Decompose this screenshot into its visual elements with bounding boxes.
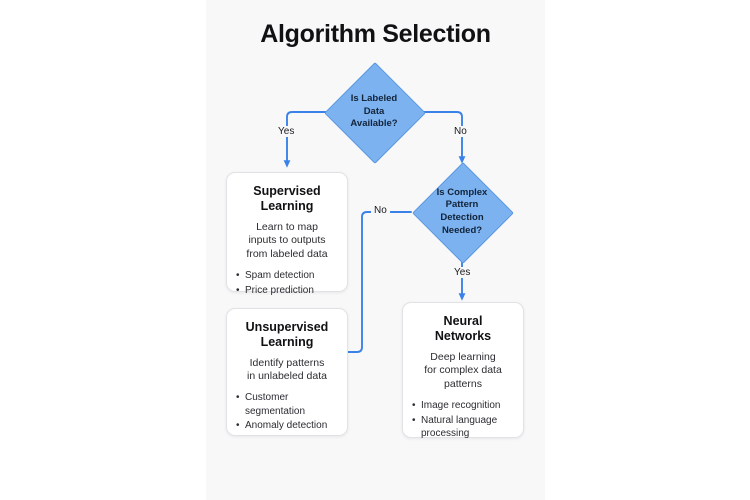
page-title: Algorithm Selection <box>260 20 491 48</box>
list-item: Image recognition <box>412 399 514 412</box>
neural-title-line1: Neural <box>443 314 483 328</box>
unsupervised-description: Identify patterns in unlabeled data <box>236 357 338 385</box>
unsupervised-title-line1: Unsupervised <box>245 320 329 334</box>
decision1-line3: Available? <box>350 118 398 130</box>
unsupervised-bullet-list: Customer segmentation Anomaly detection <box>236 391 338 432</box>
diagram-canvas: Algorithm Selection Is Labeled Data <box>206 0 545 500</box>
neural-description: Deep learning for complex data patterns <box>412 351 514 393</box>
supervised-desc-line3: from labeled data <box>246 248 328 261</box>
edge-label-yes-supervised: Yes <box>275 126 298 137</box>
unsupervised-desc-line1: Identify patterns <box>249 356 325 369</box>
supervised-title-line2: Learning <box>260 199 314 214</box>
list-item: Anomaly detection <box>236 419 338 432</box>
unsupervised-title: Unsupervised Learning <box>236 320 338 351</box>
decision1-line1: Is Labeled <box>350 93 398 105</box>
unsupervised-desc-line2: in unlabeled data <box>247 370 327 383</box>
decision2-line3: Detection <box>440 212 484 223</box>
edge-yes-to-supervised <box>283 111 331 168</box>
supervised-title-line1: Supervised <box>253 184 321 198</box>
neural-desc-line2: for complex data <box>424 364 502 377</box>
supervised-bullet-list: Spam detection Price prediction <box>236 269 338 297</box>
list-item: Price prediction <box>236 284 338 297</box>
list-item: Natural language processing <box>412 414 514 440</box>
decision2-line2: Pattern <box>445 199 479 211</box>
neural-desc-line1: Deep learning <box>430 350 496 363</box>
edge-label-no-complex: No <box>451 126 470 137</box>
neural-desc-line3: patterns <box>444 378 482 391</box>
neural-title-line2: Networks <box>434 329 492 344</box>
process-node-neural-networks[interactable]: Neural Networks Deep learning for comple… <box>402 302 524 440</box>
supervised-desc-line2: inputs to outputs <box>248 234 326 247</box>
decision-node-complex-pattern-label: Is Complex Pattern Detection Needed? <box>418 180 506 244</box>
supervised-description: Learn to map inputs to outputs from labe… <box>236 221 338 263</box>
neural-title: Neural Networks <box>412 314 514 345</box>
neural-bullet-list: Image recognition Natural language proce… <box>412 399 514 440</box>
list-item: Customer segmentation <box>236 391 338 417</box>
list-item: Spam detection <box>236 269 338 282</box>
process-node-unsupervised-learning[interactable]: Unsupervised Learning Identify patterns … <box>226 308 348 436</box>
decision2-line1: Is Complex <box>436 186 488 198</box>
decision2-line4: Needed? <box>441 224 483 236</box>
supervised-title: Supervised Learning <box>236 184 338 215</box>
decision1-line2: Data <box>363 105 385 117</box>
edge-label-no-unsupervised: No <box>371 205 390 216</box>
supervised-desc-line1: Learn to map <box>256 220 318 233</box>
decision-node-labeled-data-label: Is Labeled Data Available? <box>331 83 417 141</box>
process-node-supervised-learning[interactable]: Supervised Learning Learn to map inputs … <box>226 172 348 297</box>
unsupervised-title-line2: Learning <box>260 335 314 350</box>
edge-label-yes-neural: Yes <box>451 267 474 278</box>
